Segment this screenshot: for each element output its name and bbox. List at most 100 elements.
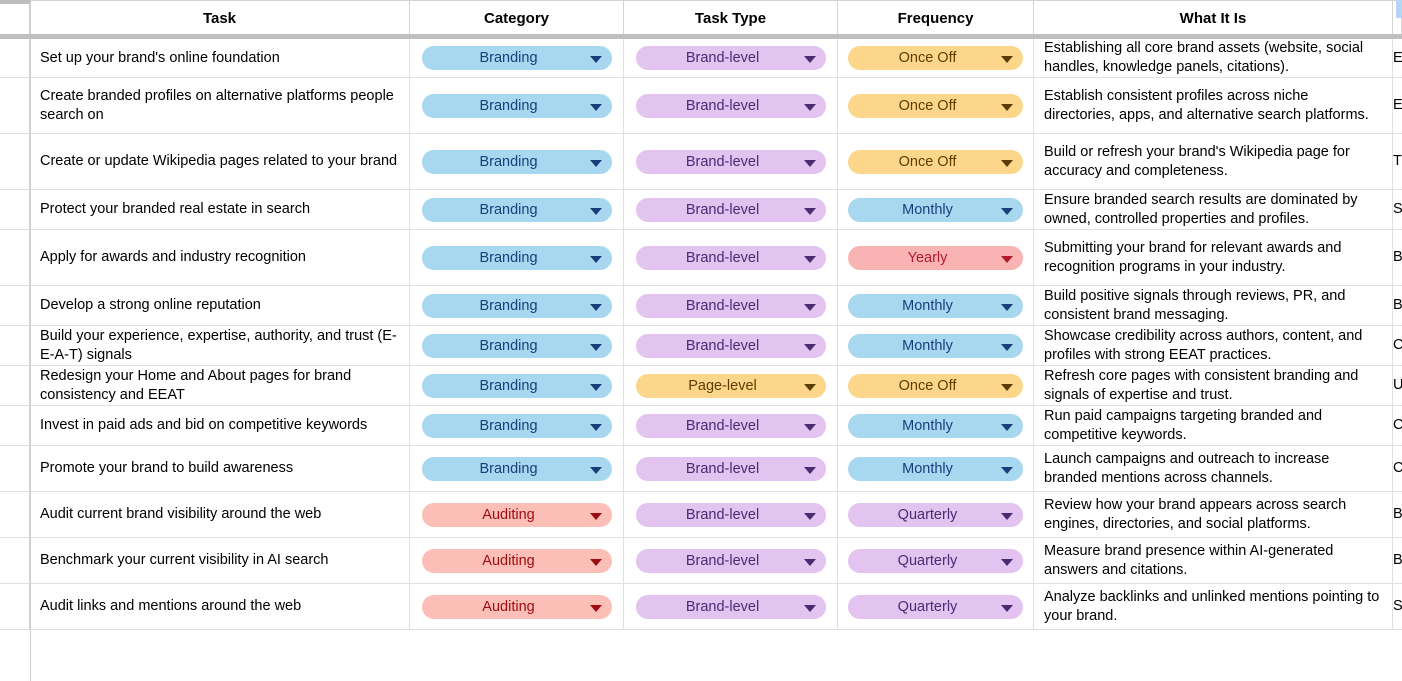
chevron-down-icon[interactable] <box>589 466 602 474</box>
chevron-down-icon[interactable] <box>589 383 602 391</box>
cell-frequency[interactable]: Monthly <box>838 190 1034 229</box>
chevron-down-icon[interactable] <box>1001 343 1013 351</box>
chevron-down-icon[interactable] <box>803 558 816 566</box>
cell-overflow-column[interactable]: B <box>1393 538 1402 583</box>
cell-overflow-column[interactable]: U <box>1393 366 1402 405</box>
table-row[interactable]: Protect your branded real estate in sear… <box>0 190 1402 230</box>
cell-frequency[interactable]: Once Off <box>838 39 1034 77</box>
cell-task[interactable]: Apply for awards and industry recognitio… <box>30 230 410 285</box>
cell-task-type[interactable]: Brand-level <box>624 538 838 583</box>
cell-task[interactable]: Promote your brand to build awareness <box>30 446 410 491</box>
cell-task-type[interactable]: Brand-level <box>624 230 838 285</box>
cell-task[interactable]: Develop a strong online reputation <box>30 286 410 325</box>
frequency-chip[interactable]: Yearly <box>848 245 1023 270</box>
cell-task-type[interactable]: Brand-level <box>624 446 838 491</box>
chevron-down-icon[interactable] <box>589 512 602 520</box>
cell-what-it-is[interactable]: Run paid campaigns targeting branded and… <box>1034 406 1393 445</box>
chevron-down-icon[interactable] <box>1001 423 1013 431</box>
chevron-down-icon[interactable] <box>1001 303 1013 311</box>
cell-task-type[interactable]: Brand-level <box>624 39 838 77</box>
frequency-chip[interactable]: Once Off <box>848 149 1023 174</box>
cell-task[interactable]: Set up your brand's online foundation <box>30 39 410 77</box>
cell-category[interactable]: Auditing <box>410 492 624 537</box>
row-gutter[interactable] <box>0 538 30 583</box>
cell-task[interactable]: Protect your branded real estate in sear… <box>30 190 410 229</box>
category-chip[interactable]: Branding <box>421 333 612 358</box>
cell-what-it-is[interactable]: Showcase credibility across authors, con… <box>1034 326 1393 365</box>
task-type-chip[interactable]: Brand-level <box>635 149 826 174</box>
table-row[interactable]: Build your experience, expertise, author… <box>0 326 1402 366</box>
cell-frequency[interactable]: Monthly <box>838 406 1034 445</box>
cell-overflow-column[interactable]: B <box>1393 286 1402 325</box>
chevron-down-icon[interactable] <box>589 303 602 311</box>
row-gutter[interactable] <box>0 190 30 229</box>
chevron-down-icon[interactable] <box>1001 56 1013 63</box>
category-chip[interactable]: Branding <box>421 456 612 481</box>
cell-task-type[interactable]: Brand-level <box>624 190 838 229</box>
category-chip[interactable]: Branding <box>421 93 612 118</box>
cell-what-it-is[interactable]: Review how your brand appears across sea… <box>1034 492 1393 537</box>
column-header-what[interactable]: What It Is <box>1034 1 1393 35</box>
cell-task[interactable]: Audit links and mentions around the web <box>30 584 410 629</box>
column-header-type[interactable]: Task Type <box>624 1 838 35</box>
chevron-down-icon[interactable] <box>1001 207 1013 215</box>
cell-what-it-is[interactable]: Ensure branded search results are domina… <box>1034 190 1393 229</box>
table-row[interactable]: Redesign your Home and About pages for b… <box>0 366 1402 406</box>
cell-overflow-column[interactable]: B <box>1393 492 1402 537</box>
table-row[interactable]: Audit current brand visibility around th… <box>0 492 1402 538</box>
chevron-down-icon[interactable] <box>589 103 602 111</box>
frequency-chip[interactable]: Monthly <box>848 413 1023 438</box>
cell-task-type[interactable]: Brand-level <box>624 286 838 325</box>
cell-frequency[interactable]: Once Off <box>838 134 1034 189</box>
category-chip[interactable]: Branding <box>421 149 612 174</box>
cell-task[interactable]: Audit current brand visibility around th… <box>30 492 410 537</box>
chevron-down-icon[interactable] <box>803 207 816 215</box>
chevron-down-icon[interactable] <box>589 558 602 566</box>
cell-category[interactable]: Branding <box>410 326 624 365</box>
cell-category[interactable]: Branding <box>410 286 624 325</box>
row-gutter[interactable] <box>0 134 30 189</box>
chevron-down-icon[interactable] <box>589 207 602 215</box>
cell-category[interactable]: Branding <box>410 134 624 189</box>
cell-category[interactable]: Branding <box>410 230 624 285</box>
frequency-chip[interactable]: Monthly <box>848 197 1023 222</box>
cell-task-type[interactable]: Page-level <box>624 366 838 405</box>
row-gutter[interactable] <box>0 230 30 285</box>
cell-category[interactable]: Branding <box>410 190 624 229</box>
cell-task[interactable]: Benchmark your current visibility in AI … <box>30 538 410 583</box>
cell-what-it-is[interactable]: Establishing all core brand assets (webs… <box>1034 39 1393 77</box>
cell-task[interactable]: Build your experience, expertise, author… <box>30 326 410 365</box>
frequency-chip[interactable]: Monthly <box>848 456 1023 481</box>
task-type-chip[interactable]: Brand-level <box>635 413 826 438</box>
frequency-chip[interactable]: Once Off <box>848 373 1023 398</box>
frequency-chip[interactable]: Monthly <box>848 333 1023 358</box>
row-gutter[interactable] <box>0 78 30 133</box>
category-chip[interactable]: Branding <box>421 373 612 398</box>
cell-task-type[interactable]: Brand-level <box>624 492 838 537</box>
cell-frequency[interactable]: Yearly <box>838 230 1034 285</box>
frequency-chip[interactable]: Once Off <box>848 93 1023 118</box>
cell-task[interactable]: Create or update Wikipedia pages related… <box>30 134 410 189</box>
chevron-down-icon[interactable] <box>589 56 602 63</box>
task-type-chip[interactable]: Brand-level <box>635 502 826 527</box>
table-row[interactable]: Create or update Wikipedia pages related… <box>0 134 1402 190</box>
task-type-chip[interactable]: Brand-level <box>635 594 826 619</box>
chevron-down-icon[interactable] <box>803 56 816 63</box>
cell-frequency[interactable]: Monthly <box>838 326 1034 365</box>
chevron-down-icon[interactable] <box>589 604 602 612</box>
cell-what-it-is[interactable]: Build positive signals through reviews, … <box>1034 286 1393 325</box>
task-type-chip[interactable]: Brand-level <box>635 197 826 222</box>
chevron-down-icon[interactable] <box>1001 558 1013 566</box>
row-gutter[interactable] <box>0 446 30 491</box>
cell-frequency[interactable]: Once Off <box>838 78 1034 133</box>
chevron-down-icon[interactable] <box>589 159 602 167</box>
row-gutter[interactable] <box>0 326 30 365</box>
cell-overflow-column[interactable]: C <box>1393 406 1402 445</box>
chevron-down-icon[interactable] <box>589 423 602 431</box>
chevron-down-icon[interactable] <box>1001 255 1013 263</box>
cell-overflow-column[interactable]: E <box>1393 39 1402 77</box>
